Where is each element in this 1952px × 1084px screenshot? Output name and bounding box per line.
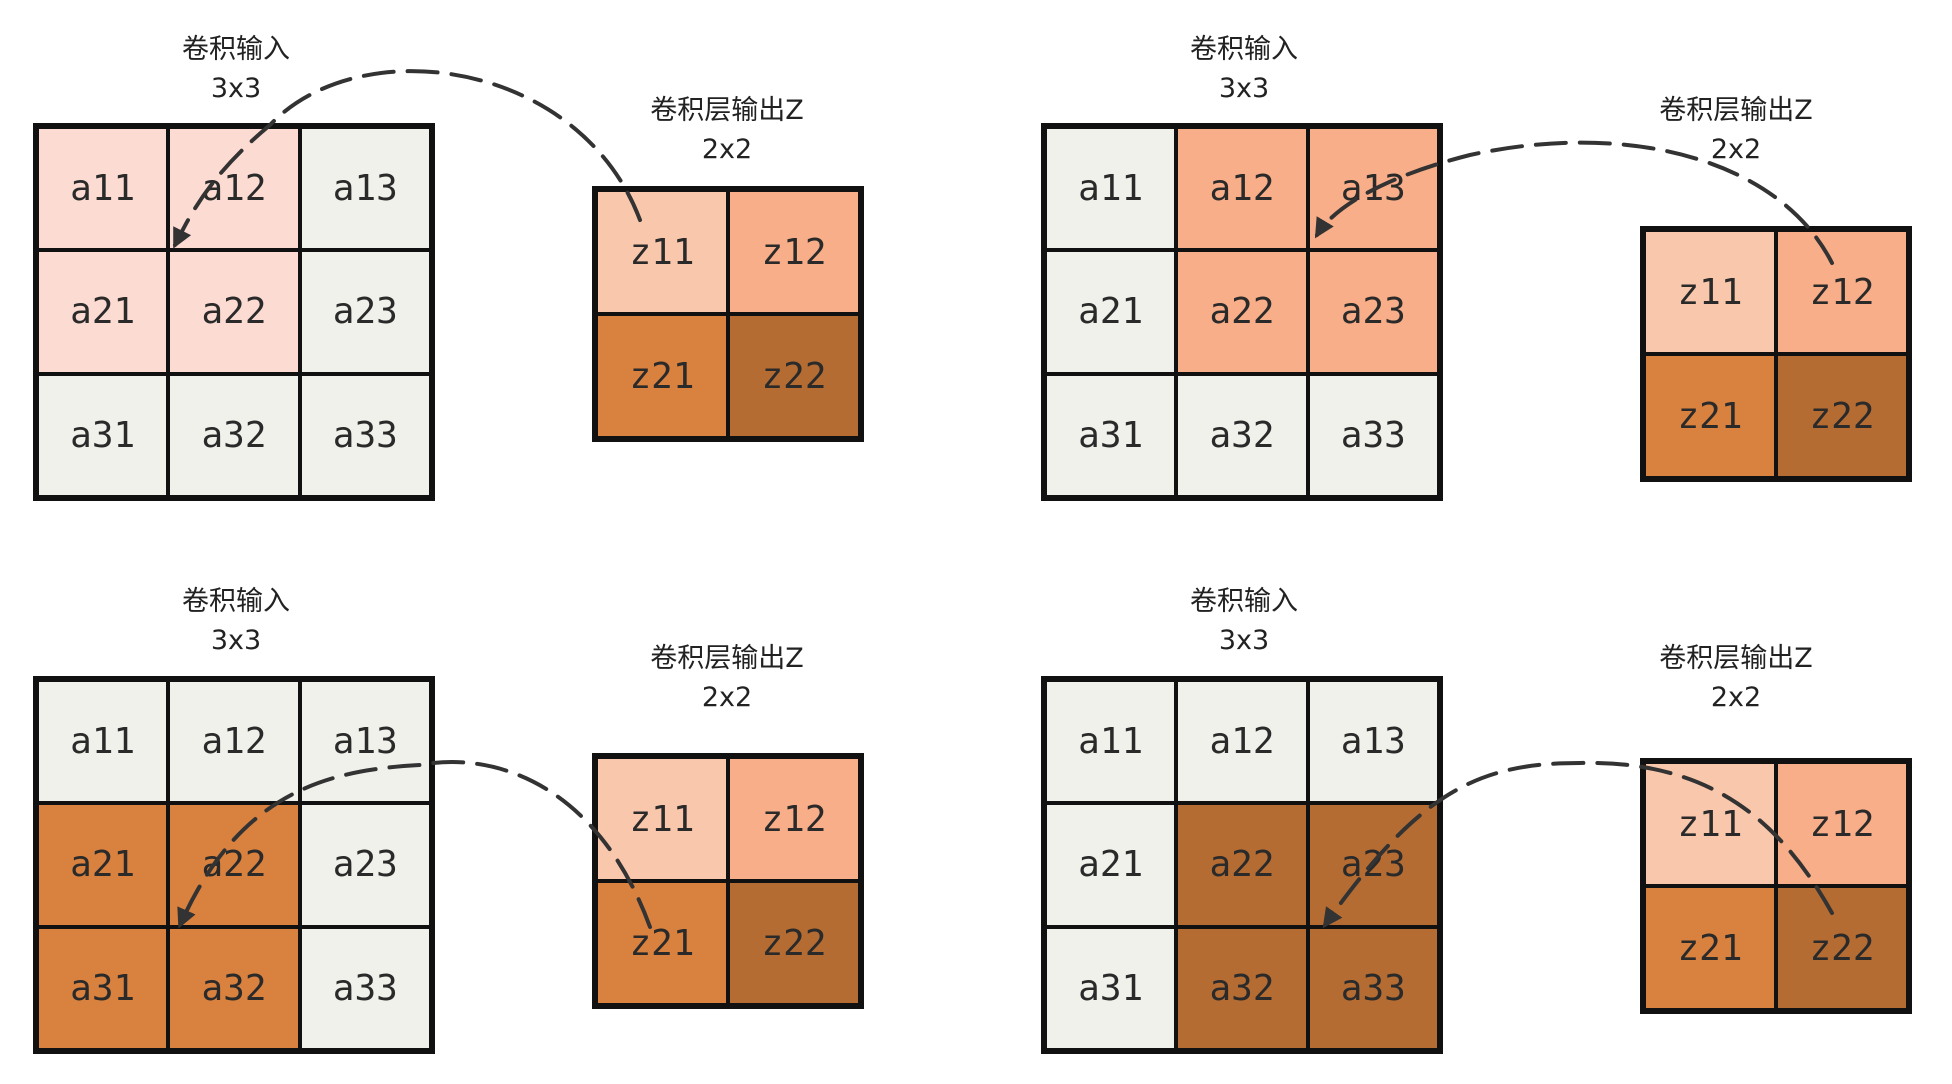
input-cell-a23: a23	[1307, 250, 1439, 374]
input-cell-a33: a33	[1307, 926, 1439, 1050]
input-cell-a33: a33	[1307, 373, 1439, 497]
output-cell-z21: z21	[596, 314, 728, 438]
output-cell-z22: z22	[728, 881, 860, 1005]
input-cell-a22: a22	[1176, 250, 1308, 374]
input-cell-a12: a12	[1176, 680, 1308, 804]
input-cell-a31: a31	[37, 926, 169, 1050]
input-cell-a21: a21	[1045, 803, 1177, 927]
output-cell-z22: z22	[728, 314, 860, 438]
input-cell-a23: a23	[299, 803, 431, 927]
input-cell-a31: a31	[1045, 926, 1177, 1050]
input-cell-a12: a12	[1176, 127, 1308, 251]
input-cell-a13: a13	[1307, 127, 1439, 251]
output-cell-z22: z22	[1776, 886, 1908, 1010]
output-cell-z12: z12	[1776, 762, 1908, 886]
input-cell-a31: a31	[37, 373, 169, 497]
output-cell-z12: z12	[728, 757, 860, 881]
input-cell-a12: a12	[168, 680, 300, 804]
output-cell-z22: z22	[1776, 354, 1908, 478]
input-cell-a33: a33	[299, 926, 431, 1050]
input-cell-a22: a22	[168, 803, 300, 927]
input-cell-a13: a13	[299, 127, 431, 251]
output-cell-z11: z11	[596, 757, 728, 881]
input-cell-a31: a31	[1045, 373, 1177, 497]
output-cell-z11: z11	[1644, 762, 1776, 886]
output-cell-z11: z11	[1644, 230, 1776, 354]
input-cell-a33: a33	[299, 373, 431, 497]
input-cell-a32: a32	[168, 926, 300, 1050]
input-cell-a11: a11	[37, 127, 169, 251]
input-cell-a32: a32	[1176, 926, 1308, 1050]
input-cell-a13: a13	[299, 680, 431, 804]
input-cell-a11: a11	[37, 680, 169, 804]
output-cell-z21: z21	[596, 881, 728, 1005]
input-cell-a23: a23	[1307, 803, 1439, 927]
input-cell-a13: a13	[1307, 680, 1439, 804]
output-cell-z21: z21	[1644, 354, 1776, 478]
input-cell-a12: a12	[168, 127, 300, 251]
input-cell-a22: a22	[168, 250, 300, 374]
output-cell-z21: z21	[1644, 886, 1776, 1010]
input-cell-a11: a11	[1045, 127, 1177, 251]
input-cell-a32: a32	[168, 373, 300, 497]
output-cell-z11: z11	[596, 190, 728, 314]
input-cell-a23: a23	[299, 250, 431, 374]
input-cell-a21: a21	[37, 803, 169, 927]
input-cell-a22: a22	[1176, 803, 1308, 927]
input-cell-a11: a11	[1045, 680, 1177, 804]
output-cell-z12: z12	[728, 190, 860, 314]
input-cell-a21: a21	[37, 250, 169, 374]
output-cell-z12: z12	[1776, 230, 1908, 354]
input-cell-a21: a21	[1045, 250, 1177, 374]
input-cell-a32: a32	[1176, 373, 1308, 497]
